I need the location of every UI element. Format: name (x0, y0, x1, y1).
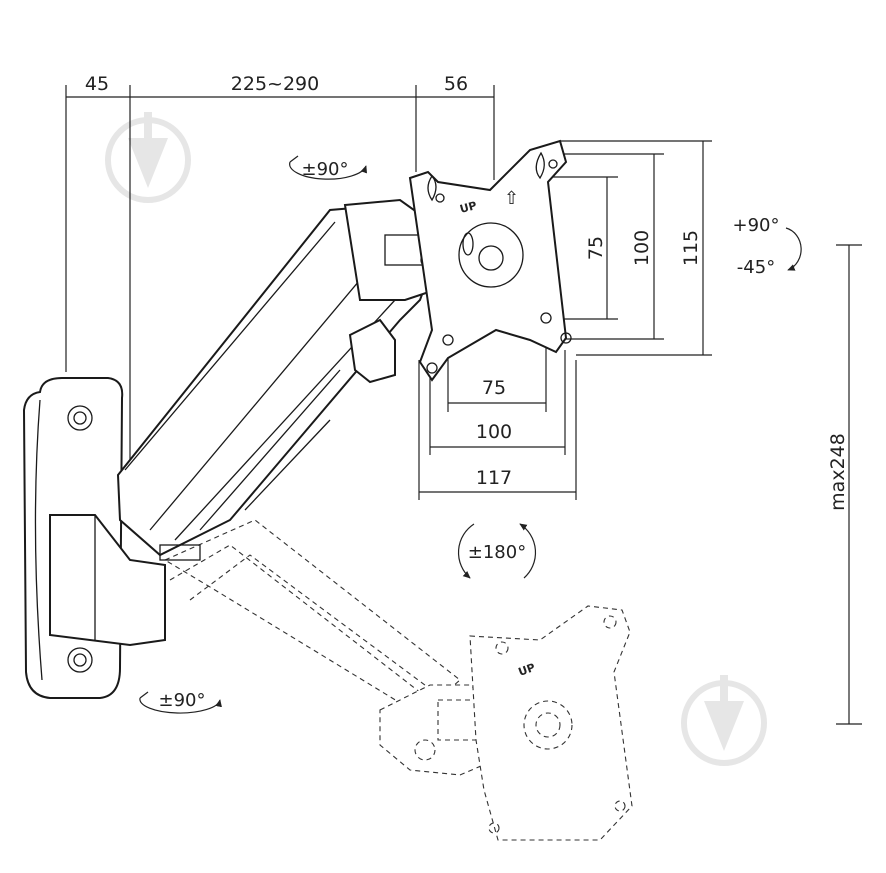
rot-tilt-down: -45° (737, 257, 775, 278)
dim-wall-offset: 45 (85, 73, 109, 95)
tilt-head (343, 198, 436, 384)
top-dimension-lines (65, 85, 495, 470)
tilt-rotation-icon (785, 227, 802, 271)
vesa-plate (408, 139, 572, 382)
watermark-logo (681, 675, 767, 766)
dim-plate-depth: 56 (444, 73, 468, 95)
rot-screen: ±180° (468, 542, 526, 563)
dim-arm-reach: 225~290 (231, 73, 319, 95)
ghost-plate-up-label: UP (517, 661, 537, 679)
watermark-logo (105, 112, 191, 203)
rot-tilt-up: +90° (733, 215, 780, 236)
rot-swivel-head: ±90° (302, 159, 349, 180)
dim-vesa-small-height: 75 (585, 236, 607, 260)
lowered-arm-ghost: UP (163, 519, 633, 841)
dim-plate-width: 117 (476, 467, 512, 489)
dim-vesa-small-width: 75 (482, 377, 506, 399)
swivel-head-rotation-icon (289, 155, 368, 180)
plate-height-dimension-lines (549, 140, 712, 356)
dim-vesa-large-height: 100 (631, 230, 653, 266)
swivel-base-rotation-icon (139, 691, 222, 714)
screen-rotation-icon (457, 523, 537, 579)
dim-plate-height: 115 (680, 230, 702, 266)
plate-up-label: UP (458, 199, 478, 216)
dim-max-height: max248 (827, 433, 849, 511)
dim-vesa-large-width: 100 (476, 421, 512, 443)
plate-up-arrow-icon: ⇧ (504, 188, 519, 209)
max-height-dimension-lines (836, 244, 862, 725)
plate-width-dimension-lines (418, 330, 577, 500)
base-joint (49, 514, 166, 647)
rot-swivel-base: ±90° (159, 690, 206, 711)
